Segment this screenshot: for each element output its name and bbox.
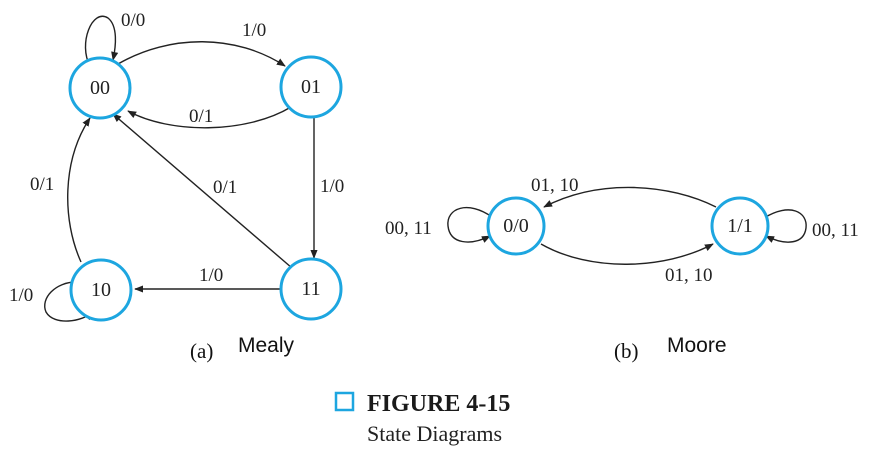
edge-label: 1/0 [9,285,33,306]
moore-edge-1-0 [543,186,717,208]
figure-subtitle: State Diagrams [367,421,502,446]
edge-label: 00, 11 [812,220,859,241]
edge-label: 0/1 [30,174,54,195]
state-label: 10 [91,279,111,301]
edge-label: 01, 10 [531,175,579,196]
edge-label: 01, 10 [665,265,713,286]
mealy-state-01: 01 [279,55,343,119]
moore-caption-name: Moore [667,334,727,357]
edge-label: 0/0 [121,10,145,31]
edge-label: 1/0 [242,20,266,41]
moore-edge-loop-1-1 [763,209,807,243]
edge-label: 00, 11 [385,218,432,239]
mealy-edge-01-00 [127,106,292,129]
moore-caption-letter: (b) [614,339,639,363]
state-label: 00 [90,77,110,99]
mealy-caption-letter: (a) [190,339,213,363]
mealy-state-11: 11 [279,257,343,321]
mealy-edge-10-00 [67,117,91,263]
mealy-edge-loop-10 [44,281,94,322]
mealy-state-00: 00 [68,56,132,120]
moore-edge-loop-0-0 [447,207,493,243]
mealy-diagram: 00 01 10 11 0/0 1/0 0/1 1/0 0/1 1/0 0/1 … [9,10,344,363]
state-label: 0/0 [503,215,529,237]
state-label: 01 [301,76,321,98]
mealy-caption-name: Mealy [238,334,295,357]
moore-state-1: 1/1 [710,196,770,256]
edge-label: 1/0 [320,176,344,197]
moore-state-0: 0/0 [486,196,546,256]
figure-caption: FIGURE 4-15 State Diagrams [334,391,510,446]
figure-square-icon [334,391,355,412]
mealy-edge-11-00 [112,113,293,269]
state-label: 1/1 [727,215,753,237]
moore-diagram: 0/0 1/1 00, 11 01, 10 01, 10 00, 11 (b) … [385,175,859,363]
state-label: 11 [301,278,320,300]
mealy-edge-00-01 [117,41,286,67]
edge-label: 0/1 [189,106,213,127]
edge-label: 1/0 [199,265,223,286]
mealy-state-10: 10 [69,258,133,322]
edge-label: 0/1 [213,177,237,198]
figure-title: FIGURE 4-15 [367,391,510,417]
moore-edge-0-1 [540,243,714,265]
mealy-edge-loop-00 [84,15,119,67]
